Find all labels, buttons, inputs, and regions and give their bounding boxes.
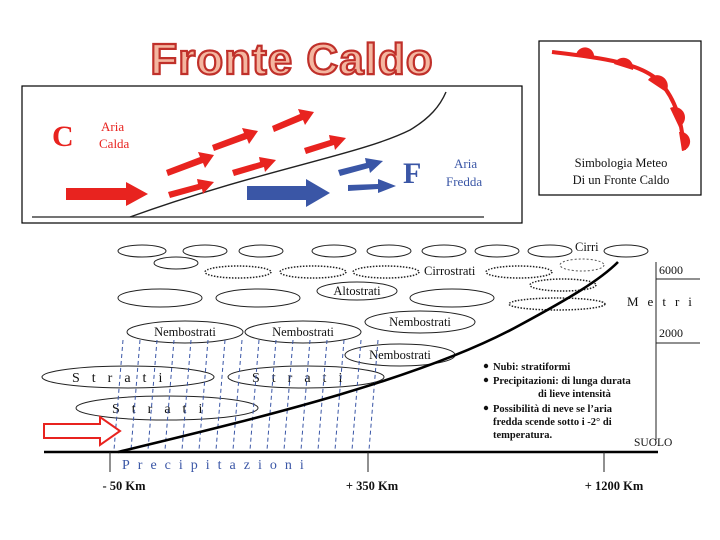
- rain-line: [216, 340, 225, 450]
- cirrostratus-cloud: [205, 266, 271, 278]
- note-3: di lieve intensità: [538, 389, 612, 400]
- altostratus-cloud: [216, 289, 300, 307]
- precipitation-label: Precipitazioni: [122, 458, 312, 473]
- title: Fronte Caldo: [150, 35, 433, 84]
- height-axis: 6000 Metri 2000: [627, 262, 701, 440]
- label-nembostrati-1: Nembostrati: [154, 325, 216, 339]
- distance-axis: Precipitazioni - 50 Km + 350 Km + 1200 K…: [102, 452, 643, 493]
- cirrus-cloud: [422, 245, 466, 257]
- cold-label-1: Aria: [454, 156, 477, 171]
- rain-line: [165, 340, 174, 450]
- label-strati-2: Strati: [252, 371, 354, 386]
- cirrostratus-cloud: [530, 279, 596, 291]
- bullet-icon: [484, 406, 488, 410]
- front-schematic-panel: C Aria Calda F Aria Fredda: [22, 86, 522, 223]
- cirrus-cloud: [239, 245, 283, 257]
- rain-line: [267, 340, 276, 450]
- cold-letter: F: [403, 157, 421, 190]
- label-strati-1: Strati: [72, 371, 174, 386]
- rain-line: [148, 340, 157, 450]
- altostratus-cloud: [118, 289, 202, 307]
- rain-line: [318, 340, 327, 450]
- cirrus-cloud: [604, 245, 648, 257]
- cirrus-cloud: [154, 257, 198, 269]
- cirrus-cloud: [367, 245, 411, 257]
- warm-label-1: Aria: [101, 119, 124, 134]
- cirrostratus-cloud: [353, 266, 419, 278]
- cold-label-2: Fredda: [446, 174, 482, 189]
- cirrostratus-cloud: [486, 266, 552, 278]
- height-label-high: 6000: [659, 263, 683, 277]
- rain-line: [301, 340, 310, 450]
- label-nembostrati-2: Nembostrati: [272, 325, 334, 339]
- note-5: fredda scende sotto i -2° di: [493, 417, 612, 428]
- rain-line: [199, 340, 208, 450]
- symbol-panel: Simbologia Meteo Di un Fronte Caldo: [539, 41, 701, 195]
- note-2: Precipitazioni: di lunga durata: [493, 376, 632, 387]
- rain-line: [250, 340, 259, 450]
- distance-label-3: + 1200 Km: [585, 479, 644, 493]
- label-nembostrati-3: Nembostrati: [389, 315, 451, 329]
- cirrus-cloud: [118, 245, 166, 257]
- warm-label-2: Calda: [99, 136, 130, 151]
- height-unit-label: Metri: [627, 294, 701, 309]
- cirrus-thin: [560, 259, 604, 271]
- rain-line: [131, 340, 140, 450]
- height-label-low: 2000: [659, 326, 683, 340]
- cirrus-cloud: [528, 245, 572, 257]
- label-strati-3: Strati: [112, 402, 214, 417]
- rain-line: [284, 340, 293, 450]
- symbol-caption-1: Simbologia Meteo: [575, 156, 668, 170]
- notes-block: Nubi: stratiformi Precipitazioni: di lun…: [484, 362, 632, 441]
- cirrus-cloud: [312, 245, 356, 257]
- distance-label-1: - 50 Km: [102, 479, 146, 493]
- altostratus-cloud: [410, 289, 494, 307]
- cirrus-cloud: [183, 245, 227, 257]
- label-suolo: SUOLO: [634, 437, 672, 449]
- cirrostratus-cloud: [280, 266, 346, 278]
- note-4: Possibilità di neve se l’aria: [493, 404, 613, 415]
- cross-section: Cirri Cirrostrati Altostrati Nembostr: [42, 240, 701, 493]
- distance-label-2: + 350 Km: [346, 479, 399, 493]
- note-1: Nubi: stratiformi: [493, 362, 570, 373]
- label-cirrostrati: Cirrostrati: [424, 264, 476, 278]
- warm-inflow-arrow: [44, 417, 120, 445]
- warm-letter: C: [52, 120, 74, 153]
- cirrus-cloud: [475, 245, 519, 257]
- rain-line: [233, 340, 242, 450]
- front-schematic-frame: [22, 86, 522, 223]
- bullet-icon: [484, 364, 488, 368]
- symbol-caption-2: Di un Fronte Caldo: [573, 173, 670, 187]
- note-6: temperatura.: [493, 430, 553, 441]
- altostrati-clouds: [118, 282, 494, 307]
- bullet-icon: [484, 378, 488, 382]
- label-cirri: Cirri: [575, 240, 599, 254]
- label-altostrati: Altostrati: [333, 284, 381, 298]
- label-nembostrati-4: Nembostrati: [369, 348, 431, 362]
